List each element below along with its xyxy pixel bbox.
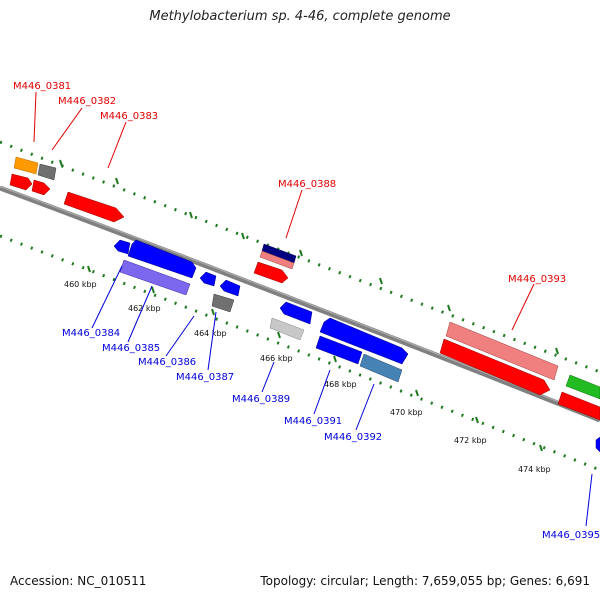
- label-m446-0393: M446_0393: [508, 274, 566, 285]
- gene-green[interactable]: [565, 374, 600, 400]
- label-m446-0392: M446_0392: [324, 432, 382, 443]
- gene-m446-0389-blue[interactable]: [279, 301, 313, 325]
- gene-m446-0388-red[interactable]: [253, 261, 289, 284]
- gene-m446-0383[interactable]: [63, 191, 125, 223]
- label-m446-0385: M446_0385: [102, 343, 160, 354]
- gene-m446-0389[interactable]: [269, 317, 305, 341]
- gene-m446-0382[interactable]: [31, 179, 51, 196]
- tick-label-472: 472 kbp: [454, 436, 487, 445]
- top-leader-lines: [33, 91, 535, 331]
- bottom-leader-lines: [91, 265, 593, 527]
- upper-dotted-track: [0, 140, 600, 374]
- tick-label-460: 460 kbp: [64, 280, 97, 289]
- genome-backbone: [0, 185, 600, 423]
- gene-m446-0381[interactable]: [9, 173, 33, 191]
- label-m446-0395: M446_0395: [542, 530, 600, 541]
- gene-m446-0386[interactable]: [199, 271, 217, 287]
- gene-m446-0392[interactable]: [359, 353, 403, 383]
- tick-label-470: 470 kbp: [390, 408, 423, 417]
- label-m446-0389: M446_0389: [232, 394, 290, 405]
- label-m446-0381: M446_0381: [13, 81, 71, 92]
- gene-m446-0384[interactable]: [113, 239, 131, 255]
- label-m446-0391: M446_0391: [284, 416, 342, 427]
- gene-m446-0391[interactable]: [315, 335, 363, 365]
- gene-m446-0393[interactable]: [445, 321, 559, 381]
- tick-label-464: 464 kbp: [194, 329, 227, 338]
- tick-label-466: 466 kbp: [260, 354, 293, 363]
- upper-major-ticks: [59, 159, 559, 355]
- label-m446-0387: M446_0387: [176, 372, 234, 383]
- tick-label-468: 468 kbp: [324, 380, 357, 389]
- gene-gray-small[interactable]: [37, 163, 57, 181]
- label-m446-0383: M446_0383: [100, 111, 158, 122]
- tick-label-474: 474 kbp: [518, 465, 551, 474]
- gene-m446-0387[interactable]: [211, 293, 235, 313]
- label-m446-0388: M446_0388: [278, 179, 336, 190]
- gene-red-edge[interactable]: [557, 391, 600, 421]
- gene-m446-0385-blue[interactable]: [127, 239, 197, 279]
- gene-orange[interactable]: [13, 156, 39, 175]
- lower-major-ticks: [87, 265, 543, 452]
- gene-m446-0388-pink[interactable]: [259, 250, 295, 270]
- label-m446-0382: M446_0382: [58, 96, 116, 107]
- tick-label-462: 462 kbp: [128, 304, 161, 313]
- label-m446-0386: M446_0386: [138, 357, 196, 368]
- gene-blue-right-a[interactable]: [319, 317, 409, 365]
- label-m446-0384: M446_0384: [62, 328, 120, 339]
- gene-m446-0395[interactable]: [595, 436, 600, 453]
- topology-text: Topology: circular; Length: 7,659,055 bp…: [260, 574, 590, 588]
- accession-text: Accession: NC_010511: [10, 574, 147, 588]
- gene-m446-0387-blue[interactable]: [219, 279, 241, 297]
- genome-title: Methylobacterium sp. 4-46, complete geno…: [149, 9, 451, 24]
- gene-red-long[interactable]: [439, 338, 551, 396]
